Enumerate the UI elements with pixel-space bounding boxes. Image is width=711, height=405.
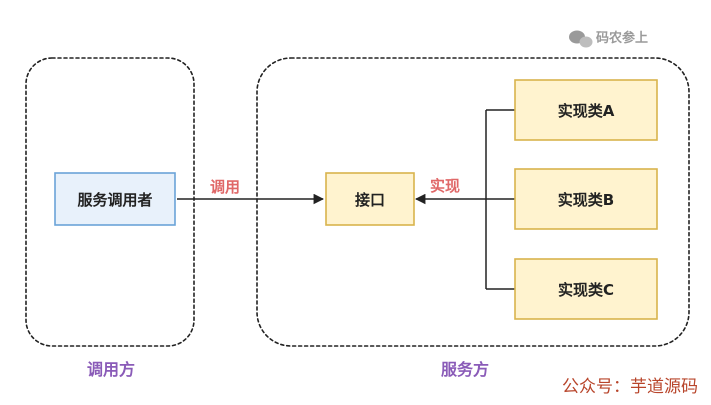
node-interface-label: 接口 [355,191,385,209]
node-caller: 服务调用者 [54,172,176,226]
caller-region-label: 调用方 [87,360,135,379]
node-caller-label: 服务调用者 [77,191,152,209]
watermark-top-text: 码农参上 [596,30,648,46]
node-interface: 接口 [325,172,415,226]
service-region [256,57,690,347]
service-region-label: 服务方 [441,360,489,379]
implementation-edges [414,109,515,290]
implement-edge-label: 实现 [430,177,460,195]
node-impl-c: 实现类C [514,258,658,320]
wechat-icon [569,30,593,48]
wechat-watermark: 码农参上 [569,30,648,48]
node-impl-a: 实现类A [514,79,658,141]
watermark-bottom-text: 公众号：芋道源码 [562,377,698,397]
node-impl-a-label: 实现类A [558,102,615,120]
node-impl-c-label: 实现类C [558,281,614,299]
caller-region [25,57,195,347]
call-edge-label: 调用 [210,178,240,196]
node-impl-b: 实现类B [514,168,658,230]
node-impl-b-label: 实现类B [558,191,614,209]
